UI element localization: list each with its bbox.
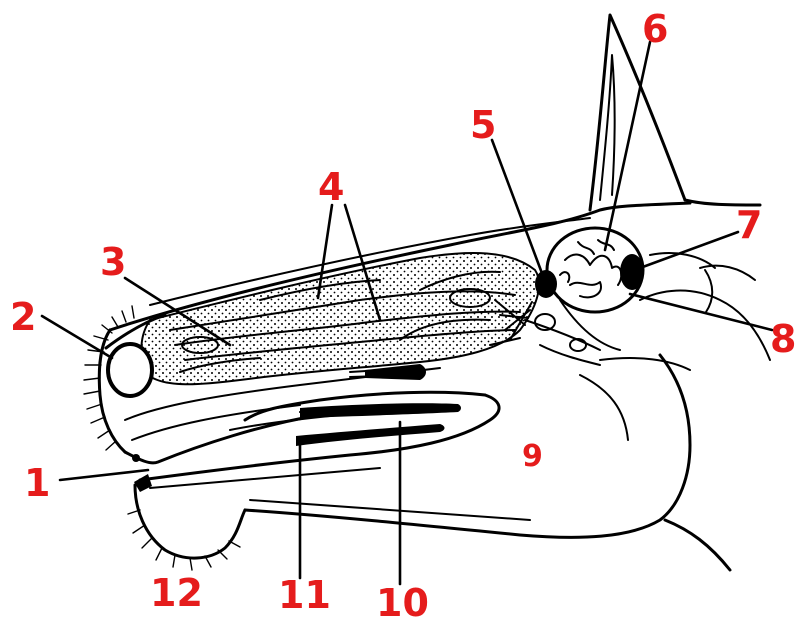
label-7: 7 [736, 203, 762, 247]
lower-lip-tip [134, 474, 152, 492]
label-1: 1 [24, 461, 50, 505]
leader-line-8 [630, 294, 772, 330]
label-3: 3 [100, 240, 126, 284]
eye-dark-spot-7 [620, 254, 644, 290]
leader-line-1 [60, 470, 148, 480]
label-2: 2 [10, 295, 36, 339]
label-12: 12 [150, 571, 203, 615]
eye [535, 228, 644, 312]
label-4: 4 [318, 165, 344, 209]
lower-teeth [296, 424, 445, 446]
label-9: 9 [522, 439, 543, 474]
label-6: 6 [642, 7, 668, 51]
label-8: 8 [770, 317, 796, 361]
label-10: 10 [376, 581, 429, 622]
nasal-cavity [141, 253, 539, 384]
nostril [108, 344, 152, 396]
upper-teeth [300, 403, 461, 418]
leader-line-7 [640, 232, 738, 268]
label-5: 5 [470, 103, 496, 147]
label-11: 11 [278, 573, 331, 617]
leader-line-2 [42, 316, 112, 358]
